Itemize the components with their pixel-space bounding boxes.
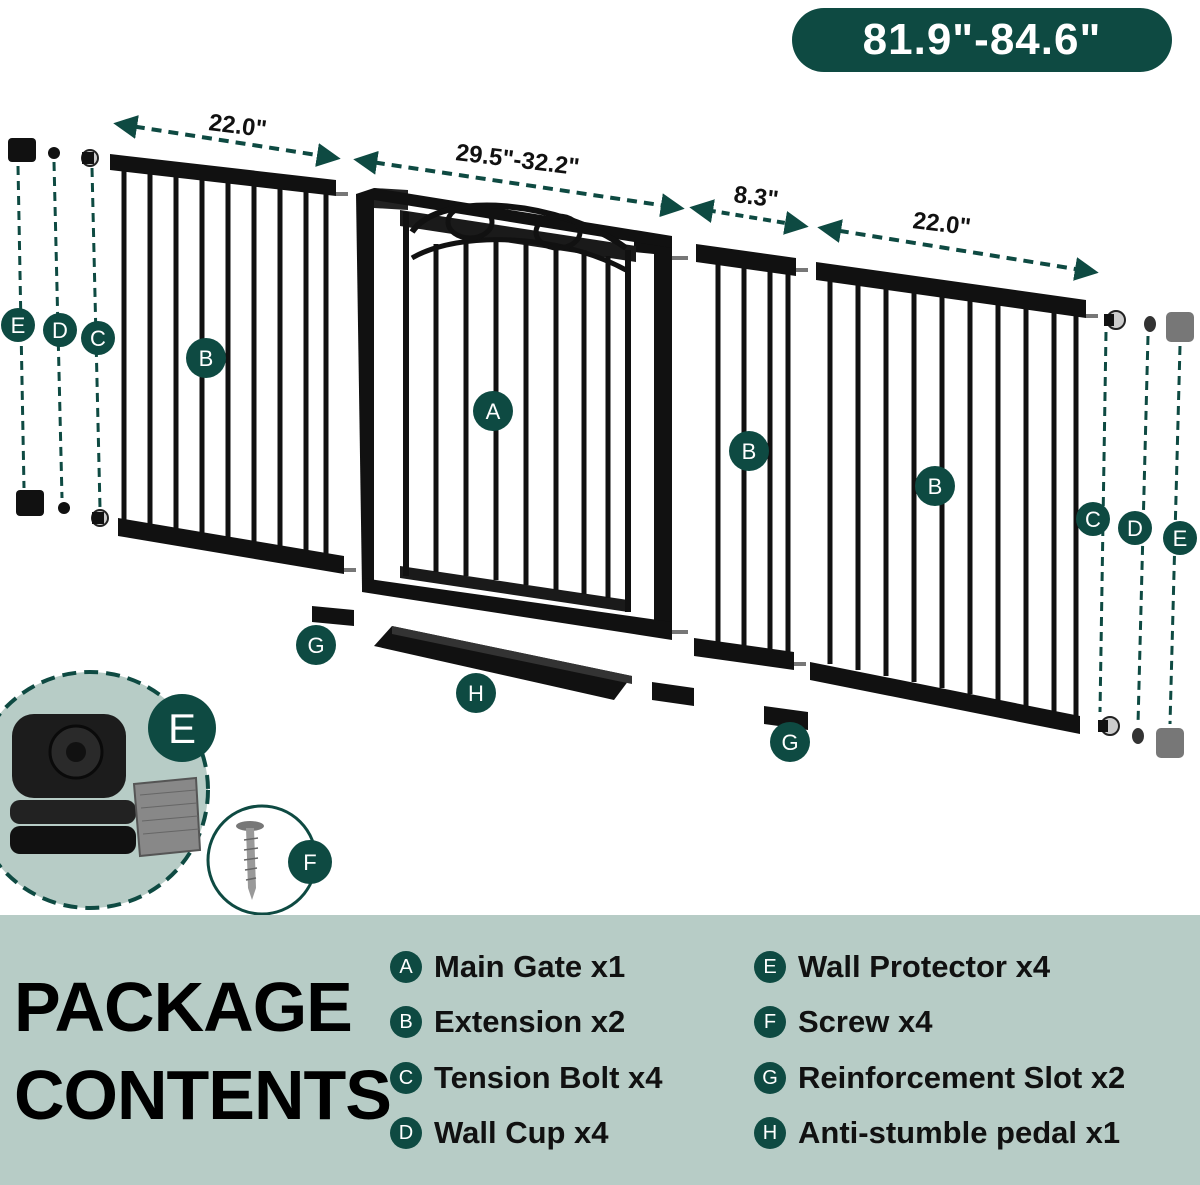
screw-closeup: F <box>206 804 332 915</box>
wall-cup-icon <box>58 502 70 514</box>
svg-text:H: H <box>468 681 484 706</box>
wall-cup-icon <box>1144 316 1156 332</box>
wall-cup-icon <box>48 147 60 159</box>
left-extension-panel <box>110 154 356 574</box>
legend-item-e: E Wall Protector x4 <box>754 947 1050 987</box>
svg-text:D: D <box>1127 516 1143 541</box>
wall-protector-closeup: E <box>0 670 216 910</box>
wall-protector-icon <box>1156 728 1184 758</box>
wall-cup-icon <box>1132 728 1144 744</box>
legend-label: Extension x2 <box>434 1004 626 1039</box>
tension-bolt-icon <box>1098 716 1120 736</box>
tension-bolt-icon <box>91 509 109 527</box>
svg-text:B: B <box>199 346 214 371</box>
legend-letter: H <box>754 1117 786 1149</box>
legend-item-d: D Wall Cup x4 <box>390 1113 609 1153</box>
svg-text:C: C <box>1085 507 1101 532</box>
callout-badge-a: A <box>473 391 513 431</box>
legend-label: Anti-stumble pedal x1 <box>798 1115 1121 1150</box>
callout-badge-g-right: G <box>770 722 810 762</box>
reinforcement-slot-icon <box>652 682 694 706</box>
legend-letter: E <box>754 951 786 983</box>
gate-illustration: 22.0" 29.5"-32.2" 8.3" 22.0" <box>0 109 1197 915</box>
legend-letter: D <box>390 1117 422 1149</box>
legend-letter: A <box>390 951 422 983</box>
callout-badge-f: F <box>303 850 316 875</box>
anti-stumble-pedal-icon <box>374 626 632 700</box>
dimension-right-panel: 22.0" <box>817 207 1099 281</box>
legend-letter: G <box>754 1062 786 1094</box>
svg-text:B: B <box>742 439 757 464</box>
callout-badge-d-left: D <box>43 313 77 347</box>
legend-item-c: C Tension Bolt x4 <box>390 1058 663 1098</box>
legend-letter: B <box>390 1006 422 1038</box>
right-hardware <box>1098 310 1194 758</box>
main-gate <box>356 188 688 640</box>
svg-text:A: A <box>486 399 501 424</box>
legend-label: Tension Bolt x4 <box>434 1060 663 1095</box>
reinforcement-slot-icon <box>312 606 354 626</box>
legend-item-h: H Anti-stumble pedal x1 <box>754 1113 1120 1153</box>
legend-letter: F <box>754 1006 786 1038</box>
right-extension-panel <box>810 262 1098 734</box>
total-width-badge: 81.9"-84.6" <box>792 8 1172 72</box>
callout-badge-b-right: B <box>915 466 955 506</box>
svg-text:G: G <box>781 730 798 755</box>
dimension-label-gate: 29.5"-32.2" <box>454 139 581 181</box>
dimension-label-right: 22.0" <box>911 207 972 241</box>
tension-bolt-icon <box>1104 310 1126 330</box>
tension-bolt-icon <box>81 149 99 167</box>
legend-item-a: A Main Gate x1 <box>390 947 625 987</box>
svg-text:E: E <box>11 313 26 338</box>
dimension-label-small: 8.3" <box>732 181 780 213</box>
svg-text:E: E <box>1173 526 1188 551</box>
callout-badge-e-closeup: E <box>168 705 196 752</box>
legend-label: Wall Cup x4 <box>434 1115 609 1150</box>
package-title-line2: CONTENTS <box>14 1056 392 1134</box>
svg-text:D: D <box>52 318 68 343</box>
legend-item-g: G Reinforcement Slot x2 <box>754 1058 1125 1098</box>
legend-item-b: B Extension x2 <box>390 1002 625 1042</box>
callout-badge-b-left: B <box>186 338 226 378</box>
legend-label: Main Gate x1 <box>434 949 626 984</box>
package-title-line1: PACKAGE <box>14 968 353 1046</box>
legend-label: Reinforcement Slot x2 <box>798 1060 1126 1095</box>
wall-protector-icon <box>8 138 36 162</box>
wall-protector-icon <box>1166 312 1194 342</box>
callout-badge-g-left: G <box>296 625 336 665</box>
callout-badge-h: H <box>456 673 496 713</box>
callout-badge-e-left: E <box>1 308 35 342</box>
legend-item-f: F Screw x4 <box>754 1002 932 1042</box>
dimension-label-left: 22.0" <box>207 109 268 143</box>
package-contents-panel: PACKAGE CONTENTS A Main Gate x1 B Extens… <box>0 915 1200 1185</box>
callout-badge-e-right: E <box>1163 521 1197 555</box>
callout-badge-d-right: D <box>1118 511 1152 545</box>
callout-badge-c-left: C <box>81 321 115 355</box>
wall-protector-icon <box>16 490 44 516</box>
svg-text:G: G <box>307 633 324 658</box>
legend-label: Wall Protector x4 <box>798 949 1051 984</box>
dimension-left-panel: 22.0" <box>113 109 341 167</box>
legend-label: Screw x4 <box>798 1004 933 1039</box>
svg-text:B: B <box>928 474 943 499</box>
callout-badge-b-small: B <box>729 431 769 471</box>
legend-letter: C <box>390 1062 422 1094</box>
svg-text:C: C <box>90 326 106 351</box>
dimension-small-extension: 8.3" <box>689 181 809 235</box>
callout-badge-c-right: C <box>1076 502 1110 536</box>
